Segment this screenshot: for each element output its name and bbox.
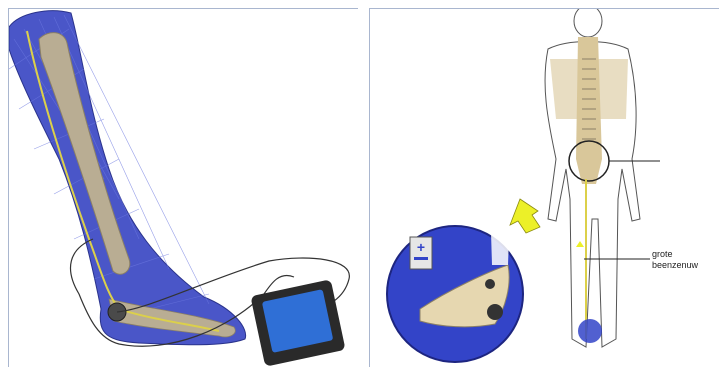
magnified-shin [490,199,510,265]
magnified-electrode [487,304,503,320]
leg-illustration-panel [8,8,358,367]
svg-text:+: + [417,239,425,255]
body-illustration-panel: + grote beenzenuw [369,8,719,367]
device-control: + [410,237,432,269]
ankle-circle-small [578,319,602,343]
body-illustration: + [370,9,719,367]
label-beenzenuw: beenzenuw [652,260,698,270]
leg-illustration [9,9,358,367]
label-grote: grote [652,249,673,259]
magnified-electrode-2 [485,279,495,289]
yellow-arrow [510,199,540,233]
